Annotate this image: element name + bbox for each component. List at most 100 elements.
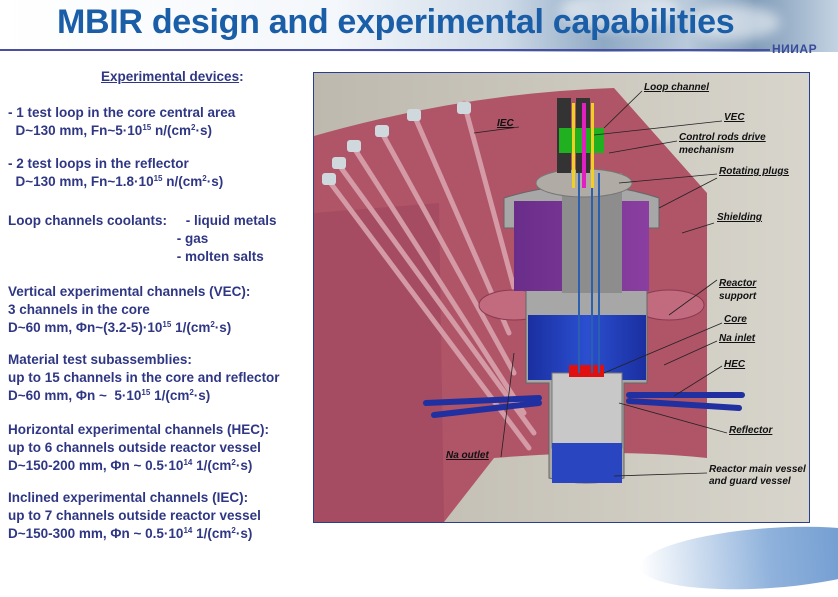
- text-line: up to 15 channels in the core and reflec…: [8, 369, 280, 387]
- superscript: 15: [153, 174, 163, 183]
- niiar-logo: НИИАР: [772, 42, 818, 56]
- lower-plenum: [552, 443, 622, 483]
- text-segment: D~130 mm, Fn~5·10: [8, 123, 143, 138]
- text-segment: - 1 test loop in the core central area: [8, 105, 236, 120]
- core-assemblies: [551, 372, 623, 449]
- superscript: 15: [141, 388, 151, 397]
- slide-title: MBIR design and experimental capabilitie…: [57, 3, 735, 41]
- shielding-shadow: [314, 203, 444, 522]
- section-heading: Experimental devices:: [101, 69, 244, 84]
- hec-channels: [423, 392, 745, 418]
- superscript: 15: [162, 320, 172, 329]
- label-reactor-support-1: Reactor: [719, 278, 757, 289]
- text-segment: ·s): [195, 123, 212, 138]
- text-segment: D~60 mm, Φn ~ 5·10: [8, 388, 142, 403]
- label-hec: HEC: [724, 359, 746, 370]
- text-line: - 1 test loop in the core central area: [8, 104, 235, 122]
- text-segment: D~60 mm, Φn~(3.2-5)·10: [8, 320, 163, 335]
- text-segment: 1/(cm: [192, 458, 232, 473]
- footer-swoosh: [638, 519, 838, 597]
- core-red: [569, 365, 604, 377]
- label-vessel-2: and guard vessel: [709, 476, 791, 487]
- label-reflector: Reflector: [729, 425, 773, 436]
- label-shielding: Shielding: [717, 212, 762, 223]
- text-segment: ·s): [214, 320, 232, 335]
- text-line: D~130 mm, Fn~5·1015 n/(cm2·s): [8, 122, 212, 140]
- text-segment: Horizontal experimental channels (HEC):: [8, 422, 270, 437]
- vec-rods: [578, 173, 600, 373]
- leader-lines: [473, 90, 728, 477]
- text-segment: Loop channels coolants: - liquid metals: [8, 213, 277, 228]
- superscript: 15: [142, 123, 152, 132]
- text-segment: 1/(cm: [150, 388, 190, 403]
- text-segment: ·s): [235, 526, 253, 541]
- reactor-cutaway-illustration: Loop channel VEC Control rods drive mech…: [314, 73, 809, 522]
- text-line: D~150-200 mm, Φn ~ 0.5·1014 1/(cm2·s): [8, 457, 252, 475]
- superscript: 2: [189, 388, 194, 397]
- text-line: 3 channels in the core: [8, 301, 150, 319]
- text-segment: ·s): [193, 388, 211, 403]
- text-segment: - molten salts: [8, 249, 264, 264]
- label-loop-channel: Loop channel: [644, 82, 709, 93]
- superscript: 14: [183, 458, 193, 467]
- text-segment: n/(cm: [151, 123, 191, 138]
- text-segment: Material test subassemblies:: [8, 352, 192, 367]
- text-line: Loop channels coolants: - liquid metals: [8, 212, 277, 230]
- text-segment: D~150-300 mm, Φn ~ 0.5·10: [8, 526, 184, 541]
- slide-header: [0, 0, 838, 52]
- text-line: Horizontal experimental channels (HEC):: [8, 421, 269, 439]
- text-segment: up to 7 channels outside reactor vessel: [8, 508, 261, 523]
- text-line: D~60 mm, Φn ~ 5·1015 1/(cm2·s): [8, 387, 210, 405]
- text-line: up to 6 channels outside reactor vessel: [8, 439, 261, 457]
- text-segment: - 2 test loops in the reflector: [8, 156, 189, 171]
- text-line: D~150-300 mm, Φn ~ 0.5·1014 1/(cm2·s): [8, 525, 252, 543]
- text-line: Vertical experimental channels (VEC):: [8, 283, 250, 301]
- yellow-rod: [591, 103, 594, 188]
- text-segment: - gas: [8, 231, 209, 246]
- reactor-diagram: Loop channel VEC Control rods drive mech…: [313, 72, 810, 523]
- header-divider: [0, 49, 770, 51]
- text-segment: ·s): [235, 458, 253, 473]
- superscript: 2: [210, 320, 215, 329]
- magenta-rod: [582, 103, 586, 188]
- text-segment: ·s): [206, 174, 224, 189]
- label-vessel-1: Reactor main vessel: [709, 464, 806, 475]
- text-segment: Inclined experimental channels (IEC):: [8, 490, 249, 505]
- text-segment: up to 6 channels outside reactor vessel: [8, 440, 261, 455]
- text-line: Inclined experimental channels (IEC):: [8, 489, 248, 507]
- text-line: Material test subassemblies:: [8, 351, 192, 369]
- label-na-outlet: Na outlet: [446, 450, 489, 461]
- superscript: 2: [231, 458, 236, 467]
- superscript: 14: [183, 526, 193, 535]
- label-iec: IEC: [497, 118, 514, 129]
- text-segment: 3 channels in the core: [8, 302, 150, 317]
- cloud-decoration: [690, 5, 780, 40]
- label-na-inlet: Na inlet: [719, 333, 756, 344]
- text-segment: n/(cm: [162, 174, 203, 189]
- text-line: D~60 mm, Φn~(3.2-5)·1015 1/(cm2·s): [8, 319, 231, 337]
- label-core: Core: [724, 314, 747, 325]
- text-segment: 1/(cm: [192, 526, 232, 541]
- text-line: - gas: [8, 230, 209, 248]
- label-vec: VEC: [724, 112, 745, 123]
- text-line: up to 7 channels outside reactor vessel: [8, 507, 261, 525]
- text-segment: D~130 mm, Fn~1.8·10: [8, 174, 154, 189]
- label-crdm-2: mechanism: [679, 145, 734, 156]
- text-segment: D~150-200 mm, Φn ~ 0.5·10: [8, 458, 184, 473]
- text-line: D~130 mm, Fn~1.8·1015 n/(cm2·s): [8, 173, 224, 191]
- heading-colon: :: [239, 69, 244, 84]
- label-reactor-support-2: support: [719, 291, 757, 302]
- text-segment: up to 15 channels in the core and reflec…: [8, 370, 280, 385]
- text-segment: Vertical experimental channels (VEC):: [8, 284, 251, 299]
- yellow-rod: [572, 103, 575, 188]
- text-line: - 2 test loops in the reflector: [8, 155, 189, 173]
- text-line: - molten salts: [8, 248, 264, 266]
- superscript: 2: [202, 174, 207, 183]
- superscript: 2: [231, 526, 236, 535]
- label-rotating-plugs: Rotating plugs: [719, 166, 789, 177]
- heading-text: Experimental devices: [101, 69, 240, 84]
- control-rod-drive: [559, 128, 604, 153]
- text-segment: 1/(cm: [171, 320, 211, 335]
- label-crdm-1: Control rods drive: [679, 132, 766, 143]
- superscript: 2: [191, 123, 196, 132]
